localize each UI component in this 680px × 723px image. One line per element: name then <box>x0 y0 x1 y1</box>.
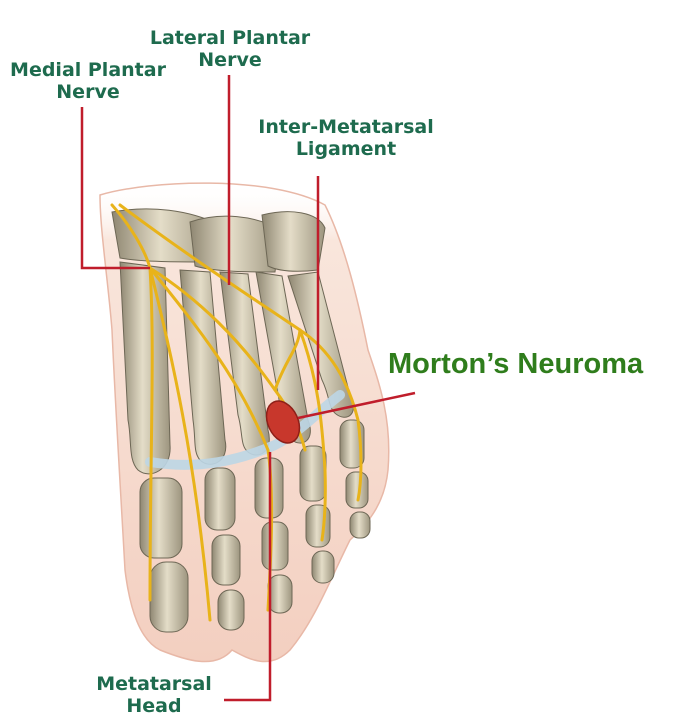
label-lateral-line2: Nerve <box>198 49 262 71</box>
label-lateral-line1: Lateral Plantar <box>149 27 311 49</box>
label-inter-metatarsal-ligament: Inter-Metatarsal Ligament <box>248 116 444 160</box>
label-medial-line1: Medial Plantar <box>10 59 166 81</box>
label-medial-plantar-nerve: Medial Plantar Nerve <box>4 59 172 103</box>
leader-line-metatarsal <box>224 452 272 702</box>
label-metatarsal-line2: Head <box>126 695 182 717</box>
label-mortons-neuroma: Morton’s Neuroma <box>388 348 644 380</box>
leader-line-morton <box>297 391 416 420</box>
leader-lines <box>80 75 416 702</box>
label-ligament-line2: Ligament <box>295 138 397 160</box>
label-metatarsal-head: Metatarsal Head <box>86 673 222 717</box>
label-metatarsal-line1: Metatarsal <box>96 673 212 695</box>
label-ligament-line1: Inter-Metatarsal <box>258 116 434 138</box>
label-medial-line2: Nerve <box>56 81 120 103</box>
neuroma <box>265 400 301 444</box>
tarsal-bones <box>111 208 326 273</box>
label-lateral-plantar-nerve: Lateral Plantar Nerve <box>146 27 314 71</box>
leader-line-medial <box>80 107 150 270</box>
